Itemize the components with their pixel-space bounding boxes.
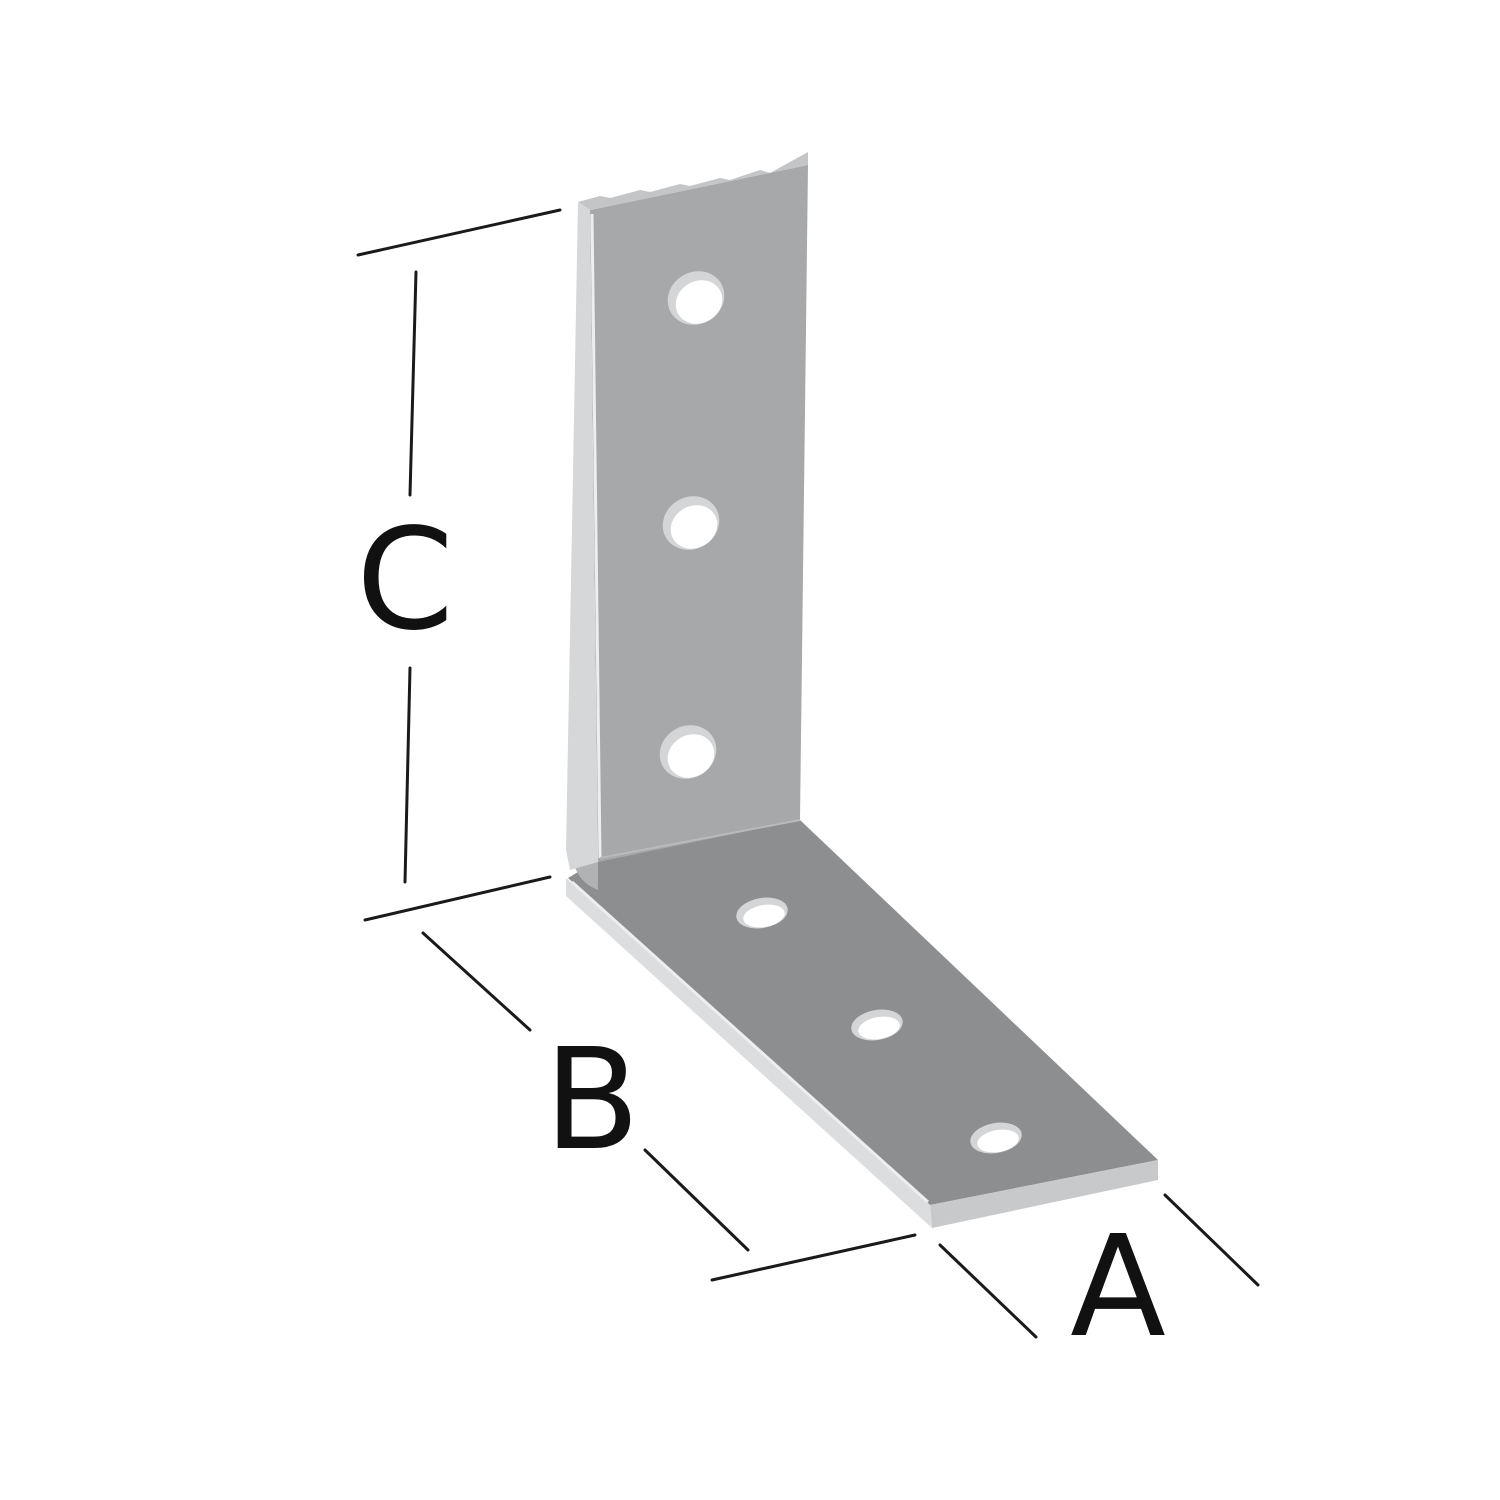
vertical-leg-hole-3 — [659, 725, 717, 779]
dimension-a-left-extension — [710, 1233, 917, 1282]
dimension-b-label: B — [544, 1019, 640, 1182]
vertical-leg-hole-2 — [662, 496, 720, 550]
dimension-c-lower-line — [403, 666, 412, 884]
horizontal-leg-edge-highlight — [570, 880, 930, 1204]
dimension-a-left-line — [938, 1243, 1038, 1339]
vertical-leg-hole-1 — [667, 271, 725, 325]
horizontal-leg-hole-2 — [851, 1009, 903, 1041]
dimension-c-top-extension — [356, 208, 562, 257]
dimension-b: B — [421, 931, 750, 1252]
horizontal-leg-face — [568, 820, 1158, 1205]
dimension-c-label: C — [356, 499, 454, 662]
angle-bracket — [566, 152, 1158, 1228]
dimension-c: C — [356, 208, 562, 922]
horizontal-leg-thickness — [930, 1160, 1158, 1228]
vertical-leg-left-edge — [566, 202, 598, 870]
horizontal-leg-left-edge — [566, 878, 932, 1228]
dimension-c-upper-line — [408, 270, 418, 497]
horizontal-leg-hole-3 — [970, 1122, 1022, 1154]
dimension-b-upper-line — [421, 931, 532, 1032]
vertical-leg-top-edge — [578, 152, 808, 210]
dimension-a-right-line — [1163, 1193, 1260, 1287]
vertical-leg-edge-highlight — [590, 213, 602, 859]
dimension-a: A — [710, 1193, 1260, 1369]
dimension-c-bottom-extension — [363, 875, 552, 922]
dimension-b-lower-line — [643, 1148, 750, 1252]
horizontal-leg-hole-1 — [736, 897, 788, 929]
bend-edge-highlight — [599, 819, 801, 859]
dimension-a-label: A — [1070, 1206, 1166, 1369]
